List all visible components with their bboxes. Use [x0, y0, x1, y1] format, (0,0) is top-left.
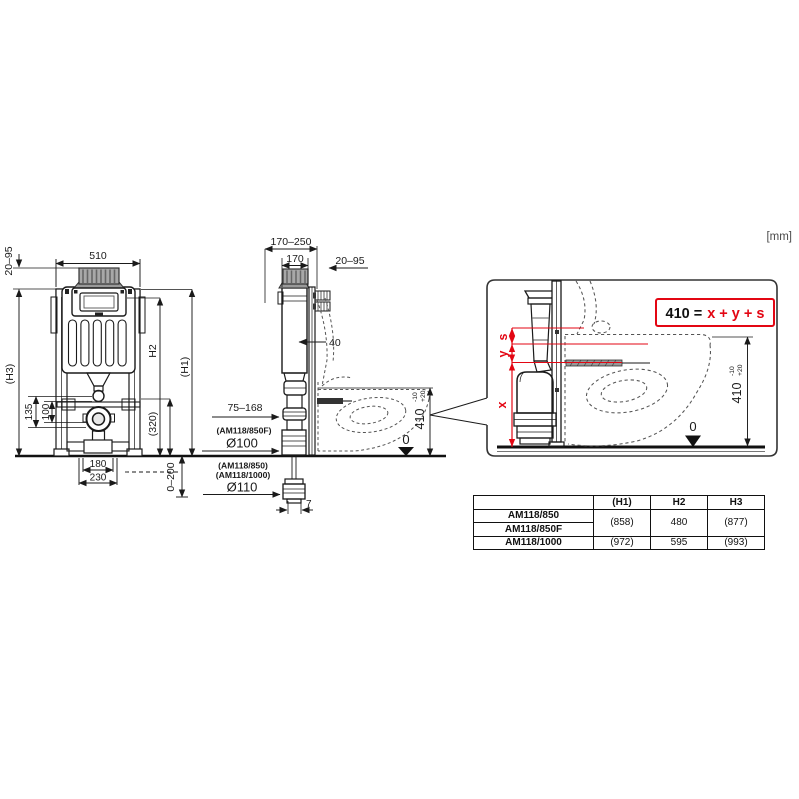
table-row: AM118/850 (858) 480 (877) — [473, 508, 765, 537]
dim-320-label: (320) — [147, 412, 159, 437]
svg-text:410: 410 — [730, 383, 744, 404]
dimensions-table: (H1) H2 H3 AM118/850 (858) 480 (877) AM1… — [473, 495, 765, 550]
model-am118-850f: AM118/850F — [473, 522, 594, 537]
dim-510-label: 510 — [89, 250, 107, 262]
dim-40-label: 40 — [329, 337, 341, 349]
model-am118-1000: AM118/1000 — [473, 535, 594, 550]
side-view-dimensions — [202, 245, 488, 514]
dim-20-95-label: 20–95 — [3, 246, 15, 275]
dim-7-label: 7 — [306, 499, 312, 510]
header-model — [473, 495, 594, 510]
svg-text:-10: -10 — [729, 366, 736, 376]
formula-left: 410 = — [666, 306, 703, 322]
value-h1-850: (858) — [593, 508, 651, 537]
flush-plate-opening — [71, 287, 127, 317]
svg-text:410: 410 — [413, 409, 427, 430]
dim-100-label: 100 — [41, 403, 52, 420]
dim-y-label: y — [496, 350, 510, 357]
detail-410-dimension — [712, 336, 753, 447]
detail-410-dim-label: 410 +20 -10 — [729, 364, 744, 403]
value-h2-1000: 595 — [650, 535, 708, 550]
table-header-row: (H1) H2 H3 — [473, 495, 765, 510]
svg-text:+20: +20 — [737, 364, 744, 376]
dim-feet-label: 0–200 — [165, 462, 177, 491]
dim-75-168-label: 75–168 — [227, 402, 262, 414]
dim-230-label: 230 — [90, 473, 107, 484]
dim-h2-label: H2 — [147, 344, 159, 358]
dim-h3-label: (H3) — [4, 364, 16, 384]
svg-text:-10: -10 — [412, 392, 419, 402]
dim-20-95-side-label: 20–95 — [335, 255, 364, 267]
side-view-drawing — [277, 268, 430, 504]
front-view-dimensions — [13, 254, 196, 498]
protection-cover — [72, 267, 126, 289]
detail-zero-label: 0 — [689, 419, 696, 434]
dim-135-label: 135 — [24, 403, 35, 420]
model-850-label: (AM118/850) — [218, 461, 268, 471]
formula-box: 410 =x + y + s — [655, 298, 775, 327]
floor-outlet-stub — [282, 456, 306, 504]
side-zero-label: 0 — [402, 432, 409, 447]
model-1000-label: (AM118/1000) — [216, 470, 271, 480]
detail-bowl-dashed — [564, 280, 711, 447]
header-h3: H3 — [707, 495, 765, 510]
dim-170-label: 170 — [286, 253, 304, 265]
detail-red-labels: s y x — [495, 333, 510, 408]
dim-x-label: x — [495, 401, 509, 408]
dia-110-label: Ø110 — [227, 480, 258, 495]
model-am118-850: AM118/850 — [473, 508, 594, 523]
side-view-dimension-labels: 170–250 170 20–95 40 75–168 (AM118/850F)… — [216, 236, 427, 510]
svg-text:+20: +20 — [420, 390, 427, 402]
header-h1: (H1) — [593, 495, 651, 510]
dim-180-label: 180 — [90, 459, 107, 470]
dim-170-250-label: 170–250 — [271, 236, 312, 248]
header-h2: H2 — [650, 495, 708, 510]
detail-red-dimensions — [508, 327, 648, 447]
value-h3-850: (877) — [707, 508, 765, 537]
dim-s-label: s — [496, 333, 510, 340]
table-row: AM118/1000 (972) 595 (993) — [473, 535, 765, 550]
value-h3-1000: (993) — [707, 535, 765, 550]
units-label: [mm] — [766, 231, 792, 243]
svg-text:410 =x + y + s: 410 =x + y + s — [666, 306, 765, 322]
side-zero-marker — [398, 447, 414, 456]
value-h2-850: 480 — [650, 508, 708, 537]
dia-100-label: Ø100 — [226, 436, 258, 451]
value-h1-1000: (972) — [593, 535, 651, 550]
detail-zero-marker — [685, 435, 701, 447]
dim-h1-label: (H1) — [179, 357, 191, 377]
formula-right: x + y + s — [707, 306, 764, 322]
front-view-dimension-labels: 510 20–95 (H3) H2 (H1) 135 100 (320) 180… — [3, 246, 191, 491]
cistern-ribs — [67, 319, 127, 367]
side-410-dim-label: 410 +20 -10 — [412, 390, 427, 429]
model-850f-label: (AM118/850F) — [217, 426, 272, 436]
drain-stack — [281, 380, 307, 456]
front-view-frame-drawing — [50, 267, 146, 457]
